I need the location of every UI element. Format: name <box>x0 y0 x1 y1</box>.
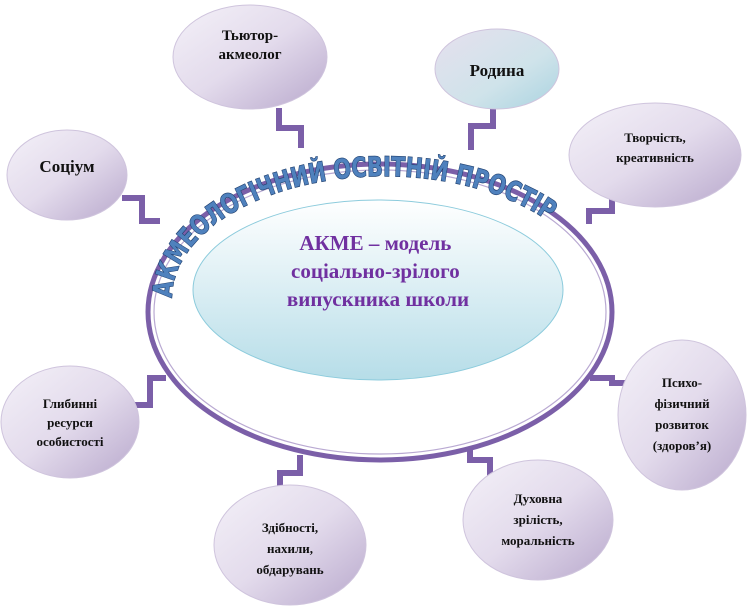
center-text: АКМЕ – модель соціально-зрілого випускни… <box>287 231 469 311</box>
node-family[interactable]: Родина <box>434 28 560 110</box>
node-tutor[interactable]: Тьютор-акмеолог <box>172 4 328 110</box>
svg-text:Соціум: Соціум <box>39 157 95 176</box>
inner-ellipse[interactable] <box>192 199 564 381</box>
svg-text:Родина: Родина <box>470 61 525 80</box>
connector-creativity <box>586 198 615 224</box>
svg-text:Тьютор-акмеолог: Тьютор-акмеолог <box>218 28 281 63</box>
connector-resources <box>133 375 166 408</box>
connector-psycho <box>590 375 634 386</box>
node-society[interactable]: Соціум <box>6 129 128 221</box>
svg-text:Творчість,креативність: Творчість,креативність <box>616 130 694 165</box>
node-creativity[interactable]: Творчість,креативність <box>568 102 742 208</box>
outer-ellipse-inner-line <box>153 169 607 455</box>
node-abilities[interactable]: Здібності,нахили,обдарувань <box>213 484 367 606</box>
connector-society <box>122 195 160 224</box>
svg-text:Здібності,нахили,обдарувань: Здібності,нахили,обдарувань <box>256 520 323 577</box>
connector-tutor <box>276 108 304 148</box>
connector-family <box>468 108 496 150</box>
connector-abilities <box>277 455 303 490</box>
